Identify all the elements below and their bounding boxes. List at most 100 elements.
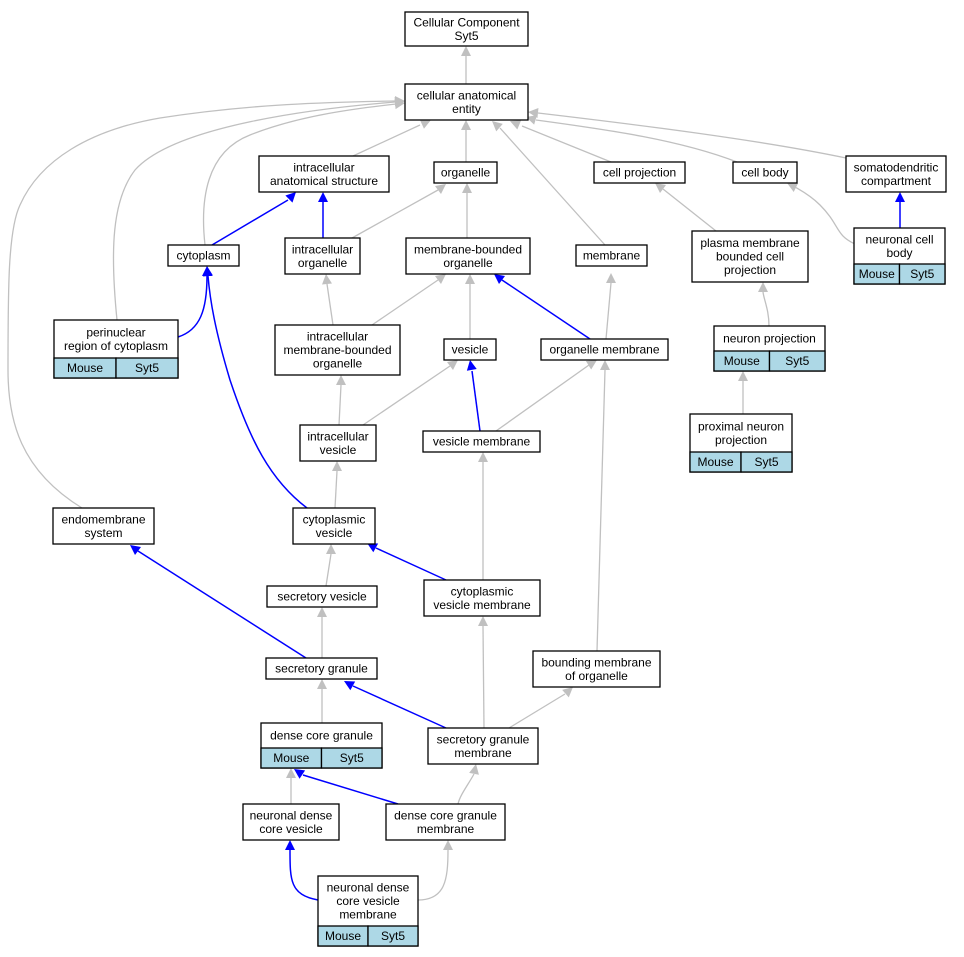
arrowhead-icon <box>510 120 522 130</box>
annotation-species: Mouse <box>325 929 361 943</box>
node-vesmem[interactable]: vesicle membrane <box>422 430 541 453</box>
node-label-line: body <box>886 246 912 260</box>
arrowhead-icon <box>317 679 327 689</box>
node-membrane[interactable]: membrane <box>575 244 648 267</box>
edge-intves-to-vesicle <box>362 360 458 426</box>
node-label-line: organelle <box>313 357 363 371</box>
node-box <box>845 155 947 193</box>
arrowhead-icon <box>322 274 332 285</box>
edge-sgm-to-boundmem <box>508 687 573 729</box>
edge-perinuc-to-cytoplasm <box>177 266 212 338</box>
edge-dcg-to-secgran <box>317 679 327 723</box>
node-label-line: plasma membrane <box>700 236 800 250</box>
edge-line <box>535 119 738 163</box>
edge-line <box>352 685 447 729</box>
node-label-line: membrane <box>454 746 512 760</box>
node-label-line: bounding membrane <box>541 655 651 669</box>
node-box <box>167 244 240 267</box>
edge-orgmem-to-mbo <box>494 274 591 340</box>
edge-line <box>482 625 485 729</box>
node-box <box>266 585 378 608</box>
edge-line <box>596 369 606 652</box>
arrowhead-icon <box>494 274 505 284</box>
edge-line <box>521 125 612 163</box>
arrowhead-icon <box>294 769 306 779</box>
edge-proxproj-to-neuproj <box>738 371 748 414</box>
node-box <box>532 650 661 688</box>
node-orgmem[interactable]: organelle membrane <box>540 338 669 361</box>
arrowhead-icon <box>758 282 768 292</box>
node-label-line: Syt5 <box>454 29 478 43</box>
annotation-gene: Syt5 <box>785 354 809 368</box>
node-cellproj[interactable]: cell projection <box>593 161 686 184</box>
arrowhead-icon <box>447 360 458 370</box>
edge-cytvesmem-to-cytves <box>367 543 447 581</box>
node-label-line: core vesicle <box>336 894 400 908</box>
edge-imbo-to-mbo <box>371 274 446 326</box>
arrowhead-icon <box>443 840 453 850</box>
arrowhead-icon <box>285 192 296 203</box>
arrowhead-icon <box>895 192 905 202</box>
node-secgran[interactable]: secretory granule <box>265 657 378 680</box>
arrowhead-icon <box>285 840 295 850</box>
annotation-cell-gene <box>898 263 946 285</box>
node-label-line: entity <box>452 102 481 116</box>
annotation-species: Mouse <box>67 361 103 375</box>
arrowhead-icon <box>655 183 666 193</box>
edge-ncb-to-cellbody <box>787 183 856 245</box>
node-label-line: membrane-bounded <box>283 343 391 357</box>
node-cytoplasm[interactable]: cytoplasm <box>167 244 240 267</box>
edge-cytves-to-intves <box>332 461 342 509</box>
node-box <box>427 727 539 765</box>
node-box <box>575 244 648 267</box>
arrowhead-icon <box>419 119 431 129</box>
node-organelle[interactable]: organelle <box>433 161 498 184</box>
edge-line <box>371 279 439 326</box>
node-cellbody[interactable]: cell body <box>732 161 798 184</box>
node-label-line: dense core granule <box>270 729 373 743</box>
node-box <box>593 161 686 184</box>
node-box <box>292 507 376 545</box>
annotation-gene: Syt5 <box>910 267 934 281</box>
arrowhead-icon <box>332 461 342 471</box>
edges-layer <box>7 46 905 901</box>
node-box <box>385 803 506 841</box>
node-label-line: membrane <box>417 822 475 836</box>
edge-line <box>7 100 396 509</box>
edge-dcgm-to-dcg <box>294 769 399 805</box>
node-label-line: cytoplasmic <box>303 512 366 526</box>
edge-vesmem-to-vesicle <box>466 360 481 432</box>
node-vesicle[interactable]: vesicle <box>443 338 497 361</box>
annotation-gene: Syt5 <box>381 929 405 943</box>
node-secves[interactable]: secretory vesicle <box>266 585 378 608</box>
node-box <box>404 83 529 121</box>
node-box <box>540 338 669 361</box>
edge-line <box>325 553 332 587</box>
node-label-line: vesicle <box>320 443 357 457</box>
edge-perinuc-to-cae <box>112 97 405 321</box>
node-label-line: system <box>84 526 122 540</box>
arrowhead-icon <box>600 360 610 370</box>
